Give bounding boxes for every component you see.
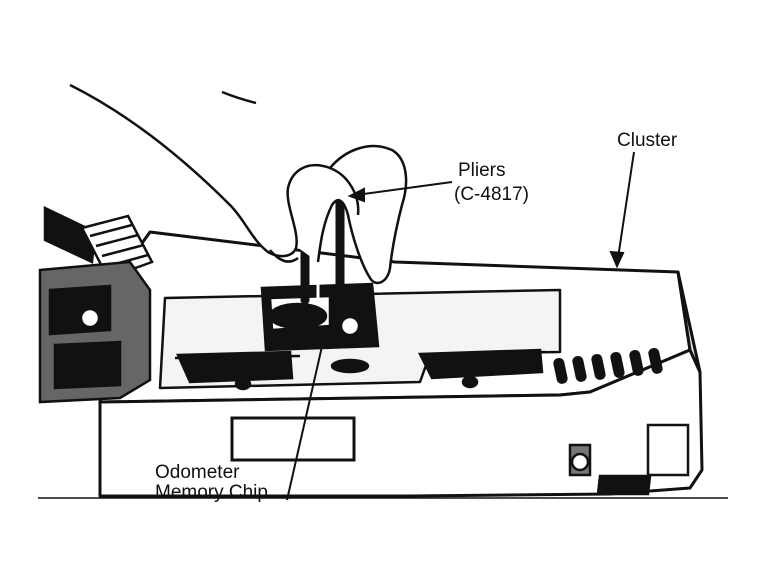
- connector-housing: [80, 214, 154, 280]
- finger-crease: [329, 166, 360, 216]
- right-rail: [418, 348, 544, 380]
- chip-hole: [339, 315, 361, 337]
- cluster-label: Cluster: [617, 130, 678, 151]
- left-post: [234, 377, 252, 391]
- knuckle-line: [221, 90, 257, 105]
- odometer-label-line1: Odometer: [155, 462, 240, 483]
- cavity-edge-left: [174, 354, 301, 360]
- chip-leader: [286, 341, 324, 501]
- cluster-arrowhead: [609, 250, 625, 269]
- pliers-label: Pliers: [458, 160, 506, 181]
- board-components: [48, 284, 122, 390]
- cavity-edge-right: [419, 350, 546, 358]
- pliers-arrowhead: [347, 187, 365, 203]
- base-bracket: [596, 474, 652, 496]
- vent-slot: [648, 347, 663, 374]
- hand-outline: [69, 83, 408, 285]
- vent-slot: [629, 349, 644, 376]
- leader-lines: [286, 151, 635, 501]
- hand: [69, 83, 408, 285]
- electrical-connector: [38, 206, 154, 404]
- cavity-details: [174, 348, 546, 391]
- pliers-part-number: (C-4817): [454, 184, 529, 205]
- board-screw: [79, 307, 101, 329]
- connector-cable: [43, 206, 97, 264]
- front-window: [230, 416, 356, 462]
- cluster-leader: [617, 151, 635, 259]
- right-mounting: [568, 423, 690, 496]
- left-rail: [176, 350, 294, 384]
- vent-slot: [591, 353, 606, 380]
- connector-ribs: [89, 223, 149, 268]
- pliers-leader: [355, 181, 453, 196]
- right-post: [461, 375, 479, 389]
- cluster-right-end: [676, 270, 702, 374]
- vent-slots: [553, 347, 663, 384]
- mount-screw: [570, 452, 590, 472]
- odometer-memory-chip: [260, 282, 380, 352]
- mount-tab: [646, 423, 690, 477]
- chip-socket: [330, 358, 370, 374]
- vent-slot: [553, 357, 568, 384]
- odometer-label-line2: Memory Chip: [155, 482, 268, 503]
- vent-slot: [610, 351, 625, 378]
- vent-slot: [572, 355, 587, 382]
- thumb-tip: [269, 249, 299, 263]
- chip-arrowhead: [315, 331, 329, 350]
- chip-round-seal: [268, 302, 328, 330]
